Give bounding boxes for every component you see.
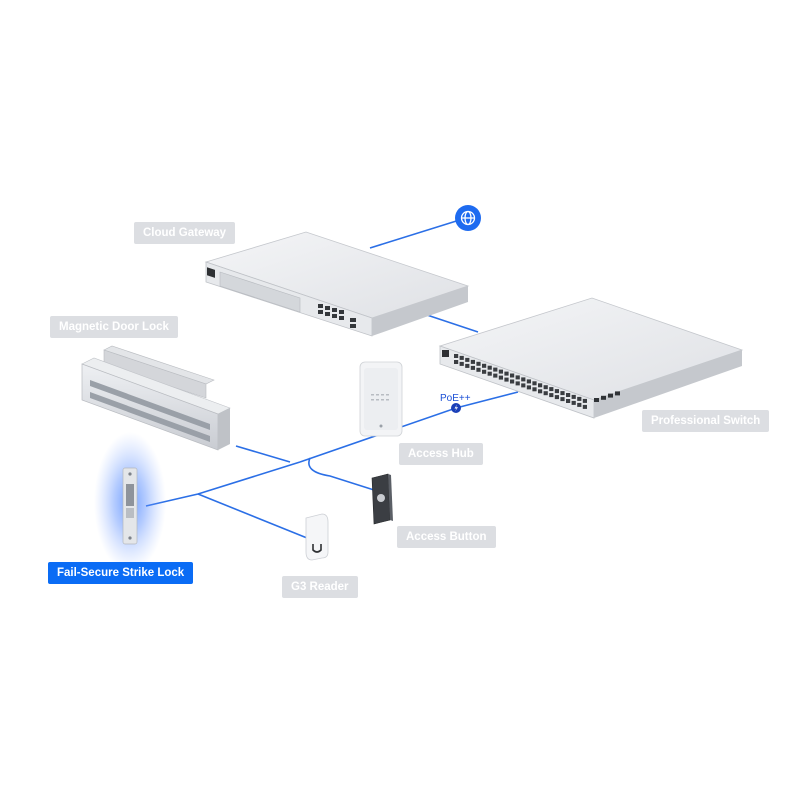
label-magnetic-door-lock: Magnetic Door Lock: [50, 316, 178, 338]
switch-port: [554, 395, 559, 400]
switch-port: [515, 381, 520, 386]
switch-port: [521, 377, 526, 382]
switch-port: [476, 361, 481, 366]
switch-port: [465, 363, 470, 368]
switch-port: [476, 367, 481, 372]
switch-port: [554, 389, 559, 394]
switch-port: [521, 383, 526, 388]
lightning-icon: [454, 404, 458, 412]
line-maglock: [235, 445, 291, 463]
switch-port: [526, 385, 531, 390]
switch-port: [532, 387, 537, 392]
switch-port: [510, 373, 515, 378]
switch-port: [560, 397, 565, 402]
label-access-button: Access Button: [397, 526, 496, 548]
switch-port: [538, 389, 543, 394]
poe-marker: [451, 403, 461, 413]
label-professional-switch: Professional Switch: [642, 410, 770, 432]
label-cloud-gateway: Cloud Gateway: [134, 222, 236, 244]
switch-port: [549, 387, 554, 392]
switch-port: [566, 399, 571, 403]
switch-sfp-port: [601, 395, 606, 400]
internet-badge[interactable]: [455, 205, 481, 231]
switch-port: [504, 371, 509, 376]
switch-port: [493, 373, 498, 378]
gateway-ports: [318, 304, 356, 328]
switch-port: [487, 371, 492, 376]
switch-port: [504, 377, 509, 382]
switch-port: [498, 375, 503, 380]
line-internet-gateway: [369, 217, 467, 249]
fail-secure-strike-lock-device[interactable]: [94, 432, 166, 572]
switch-port: [465, 357, 470, 362]
label-poe: PoE++: [440, 393, 471, 404]
switch-port: [560, 391, 565, 396]
switch-port: [543, 385, 548, 390]
switch-port: [482, 369, 487, 374]
switch-port: [538, 383, 543, 388]
access-button-device[interactable]: [371, 473, 393, 525]
switch-port: [582, 404, 587, 409]
switch-port: [577, 396, 582, 401]
label-g3-reader: G3 Reader: [282, 576, 358, 598]
switch-sfp-port: [594, 398, 599, 402]
cloud-gateway-device[interactable]: [204, 231, 470, 337]
switch-port: [510, 379, 515, 384]
switch-port: [487, 365, 492, 370]
switch-port: [549, 393, 554, 398]
label-fail-secure-strike-lock: Fail-Secure Strike Lock: [48, 562, 194, 584]
switch-port: [482, 363, 487, 368]
switch-port: [454, 354, 459, 358]
switch-port: [582, 398, 587, 403]
g3-reader-device[interactable]: [305, 513, 329, 561]
hub-leds: [371, 394, 389, 401]
switch-port: [571, 394, 576, 399]
professional-switch-device[interactable]: [438, 297, 744, 419]
line-hub-strike: [145, 461, 301, 507]
switch-port: [526, 379, 531, 384]
line-hub-reader: [197, 493, 313, 541]
switch-port: [459, 361, 464, 366]
switch-ports: [454, 354, 620, 409]
access-hub-device[interactable]: [359, 361, 403, 437]
magnetic-door-lock-device[interactable]: [81, 345, 231, 451]
switch-port: [543, 391, 548, 396]
line-hub-button: [308, 457, 375, 491]
switch-port: [532, 381, 537, 386]
switch-sfp-port: [608, 393, 613, 398]
switch-port: [498, 369, 503, 374]
switch-port: [470, 365, 475, 370]
label-access-hub: Access Hub: [399, 443, 483, 465]
switch-port: [566, 393, 571, 397]
switch-port: [515, 375, 520, 380]
switch-port: [470, 359, 475, 364]
switch-port: [459, 355, 464, 360]
globe-icon: [460, 210, 476, 226]
switch-port: [454, 360, 459, 364]
switch-port: [577, 402, 582, 407]
switch-port: [571, 400, 576, 405]
switch-port: [493, 367, 498, 372]
switch-sfp-port: [615, 391, 620, 396]
